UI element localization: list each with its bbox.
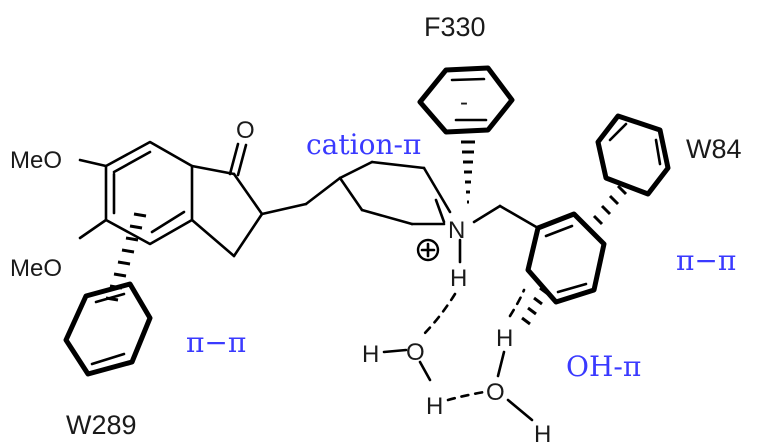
indanone-core bbox=[78, 140, 342, 258]
carbonyl-oxygen: O bbox=[236, 117, 255, 144]
water1-h-left: H bbox=[362, 341, 379, 368]
water2-oxygen: O bbox=[486, 379, 505, 406]
f330-label: F330 bbox=[424, 12, 486, 42]
water-network bbox=[382, 288, 534, 422]
water2-h-top: H bbox=[496, 325, 513, 352]
oh-pi-label: OH-π bbox=[566, 350, 641, 383]
w84-label: W84 bbox=[686, 134, 742, 164]
pi-pi-left-label: π−π bbox=[186, 326, 246, 359]
piperidine-ring bbox=[338, 160, 540, 264]
nitrogen-atom: N bbox=[448, 217, 465, 244]
w289-label: W289 bbox=[66, 410, 137, 440]
methoxy-bottom-label: MeO bbox=[10, 255, 62, 282]
w289-ring bbox=[63, 281, 153, 377]
ammonium-hydrogen: H bbox=[450, 265, 467, 292]
cation-pi-hash bbox=[461, 140, 475, 204]
benzyl-ring bbox=[525, 211, 607, 305]
benzyl-w84-hash bbox=[584, 184, 628, 236]
positive-charge-icon bbox=[416, 238, 440, 262]
w84-ring bbox=[595, 113, 671, 197]
f330-ring: - bbox=[417, 65, 515, 135]
water1-h-bottom: H bbox=[426, 393, 443, 420]
f330-minus-sign: - bbox=[460, 89, 468, 116]
cation-pi-label: cation-π bbox=[306, 128, 421, 161]
methoxy-top-label: MeO bbox=[10, 147, 62, 174]
water1-oxygen: O bbox=[406, 339, 425, 366]
oh-pi-hash bbox=[521, 286, 549, 326]
pi-pi-right-label: π−π bbox=[676, 244, 736, 277]
water2-h-bottom: H bbox=[534, 421, 551, 447]
